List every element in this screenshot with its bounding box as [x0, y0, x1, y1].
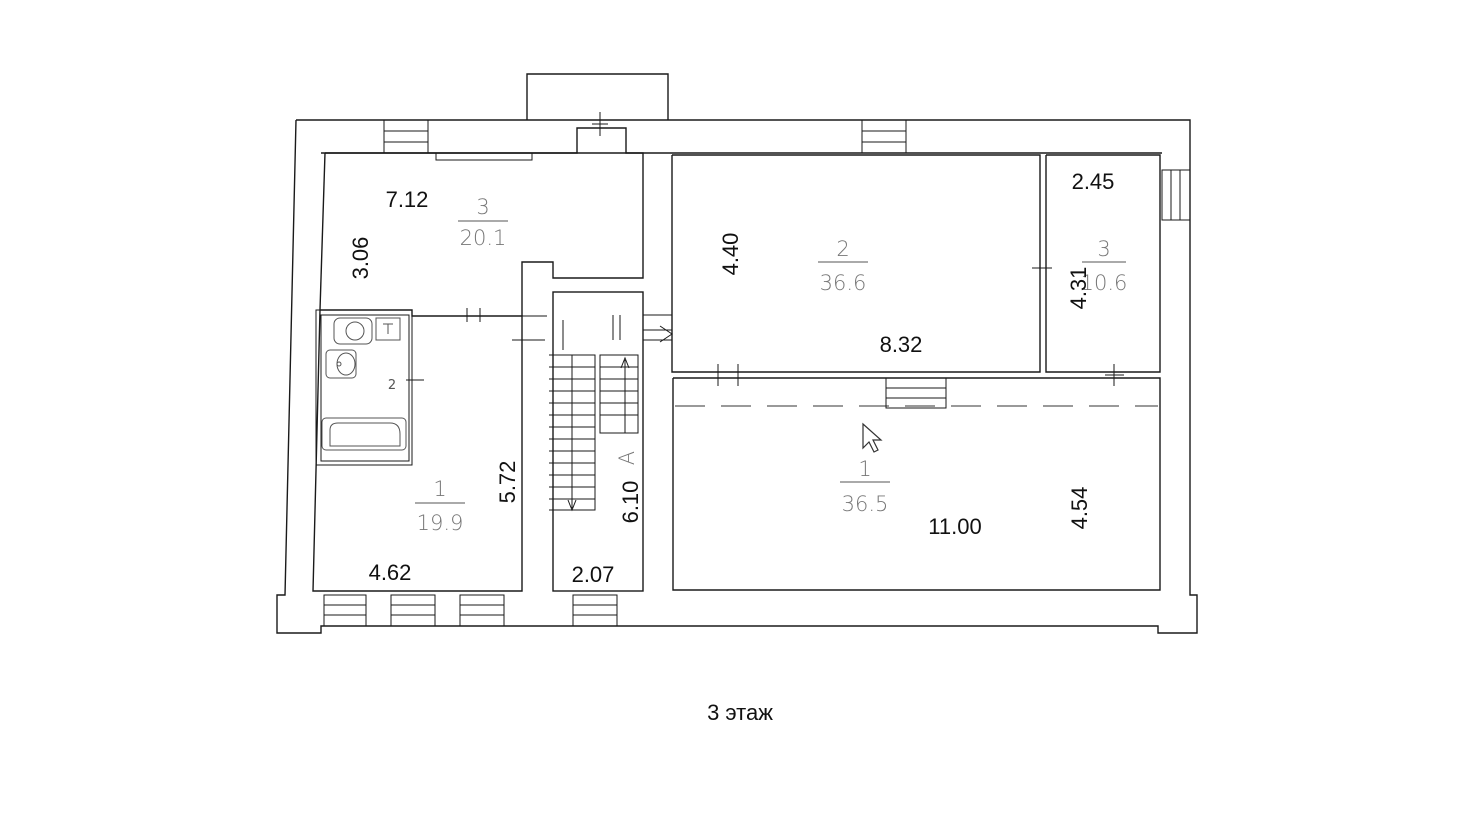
- dim-top-left-width: 7.12: [386, 187, 429, 212]
- dim-middle-height: 4.40: [718, 233, 743, 276]
- balcony: [526, 73, 669, 136]
- dim-bottom-right-width: 11.00: [928, 514, 981, 539]
- room-bottom-right-walls: [672, 364, 1161, 591]
- bathroom-number: 2: [388, 378, 396, 393]
- dim-left-width: 4.62: [369, 560, 412, 585]
- bottom-window-3: [459, 594, 505, 627]
- dim-top-left-height: 3.06: [348, 237, 373, 280]
- room-area: 19.9: [417, 511, 464, 535]
- room-label-middle: 2 36.6: [818, 237, 868, 295]
- dim-middle-width: 8.32: [880, 332, 923, 357]
- floor-label: 3 этаж: [707, 700, 773, 725]
- room-area: 36.6: [820, 271, 867, 295]
- stair-letter: A: [615, 451, 639, 465]
- room-number: 2: [836, 237, 849, 261]
- bottom-window-1: [323, 594, 367, 627]
- bottom-window-4: [572, 594, 618, 627]
- room-label-right-small: 3 10.6: [1081, 237, 1128, 295]
- room-top-left-walls: [319, 127, 644, 316]
- bathroom: [315, 309, 424, 466]
- room-area: 36.5: [842, 492, 889, 516]
- room-number: 1: [858, 457, 871, 481]
- room-middle-walls: [671, 154, 1041, 373]
- room-label-top-left: 3 20.1: [458, 195, 508, 250]
- room-label-bottom-right: 1 36.5: [840, 457, 890, 516]
- dim-stair-height: 6.10: [618, 481, 643, 524]
- room-right-small-walls: [1032, 154, 1161, 373]
- room-number: 3: [1097, 237, 1110, 261]
- dim-stair-width: 2.07: [572, 562, 615, 587]
- stairwell: [549, 291, 673, 592]
- dim-left-height: 5.72: [495, 461, 520, 504]
- bottom-window-2: [390, 594, 436, 627]
- top-window-left: [383, 119, 429, 154]
- room-number: 3: [476, 195, 489, 219]
- room-label-left: 1 19.9: [415, 477, 465, 535]
- side-window-right: [1161, 169, 1191, 221]
- dim-bottom-right-height: 4.54: [1067, 487, 1092, 530]
- dim-right-small-height: 4.31: [1066, 267, 1091, 310]
- mouse-pointer-icon: [862, 422, 883, 453]
- room-area: 20.1: [460, 226, 507, 250]
- top-window-right: [861, 119, 907, 154]
- dim-right-small-width: 2.45: [1072, 169, 1115, 194]
- room-area: 10.6: [1081, 271, 1128, 295]
- room-number: 1: [433, 477, 446, 501]
